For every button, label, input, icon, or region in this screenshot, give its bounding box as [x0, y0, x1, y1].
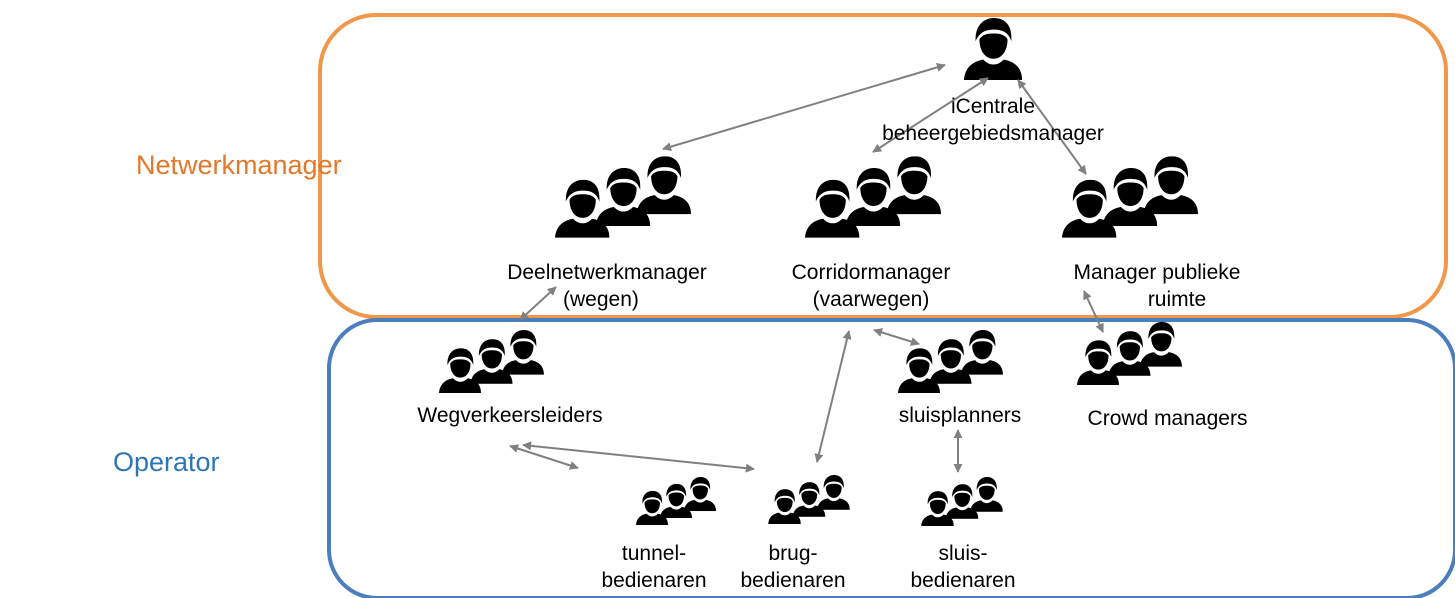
connector-icentrale-corridor	[872, 77, 989, 153]
deelnetwerk-group-icon	[555, 156, 691, 238]
deelnetwerk-label: Deelnetwerkmanager (wegen)	[507, 261, 707, 311]
connector-corridor-brug	[814, 330, 852, 463]
icentrale-person-icon	[963, 18, 1023, 80]
tunnel-group-icon	[636, 477, 716, 525]
netwerkmanager-frame	[318, 13, 1448, 319]
connector-icentrale-publieke	[1017, 79, 1087, 175]
icentrale-label: iCentrale beheergebiedsmanager	[882, 95, 1104, 145]
corridor-label: Corridormanager (vaarwegen)	[791, 261, 951, 311]
crowd-label: Crowd managers	[1087, 407, 1248, 430]
lane-label-operator: Operator	[113, 447, 220, 477]
sluisplanners-label: sluisplanners	[898, 404, 1022, 427]
sluisplanners-group-icon	[898, 330, 1003, 393]
wegverkeer-label: Wegverkeersleiders	[417, 404, 603, 427]
sluis-group-icon	[921, 477, 1003, 526]
brug-label: brug- bedienaren	[740, 542, 846, 592]
tunnel-label: tunnel- bedienaren	[601, 542, 707, 592]
corridor-group-icon	[805, 156, 941, 238]
wegverkeer-group-icon	[439, 330, 544, 393]
crowd-group-icon	[1077, 322, 1182, 385]
sluis-label: sluis- bedienaren	[910, 542, 1016, 592]
connector-publieke-crowd	[1083, 290, 1104, 333]
lane-label-netwerkmanager: Netwerkmanager	[136, 150, 342, 180]
brug-group-icon	[768, 475, 850, 524]
connector-deelnetwerk-wegverkeer	[519, 286, 557, 321]
operator-frame	[327, 318, 1455, 598]
connector-wegverkeer-brug	[522, 441, 755, 473]
publieke-label: Manager publieke ruimte	[1073, 261, 1241, 311]
connector-corridor-sluisplanners	[873, 328, 920, 346]
